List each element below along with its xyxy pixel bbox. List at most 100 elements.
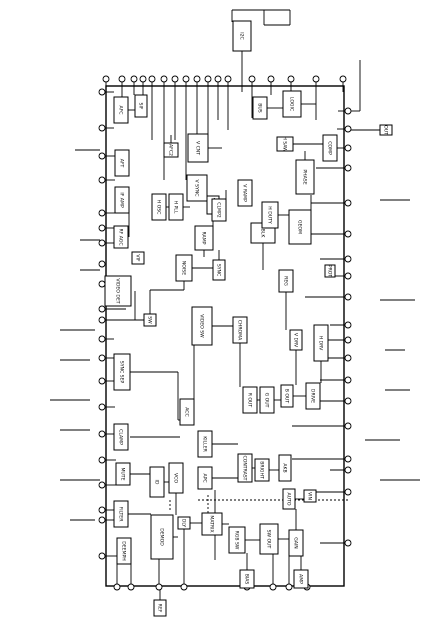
block-b04: IF AMP <box>114 186 130 214</box>
block-b08: CLAMP <box>113 423 129 451</box>
block-label-b47: H DUTY <box>267 206 273 224</box>
pin-left-p27 <box>98 305 106 313</box>
block-label-b30: DEMOD <box>159 528 165 546</box>
block-box-b26 <box>197 430 213 458</box>
pin-bottom-p58 <box>113 583 121 591</box>
block-label-b01: AFC <box>118 106 124 115</box>
block-box-b54 <box>232 20 252 52</box>
block-box-b32 <box>201 512 223 536</box>
block-label-b61: REF <box>157 604 163 613</box>
block-label-b40: DRIVE <box>310 389 316 403</box>
block-label-b57: VIN <box>307 492 313 500</box>
block-b34: CONTRAST <box>237 453 253 483</box>
block-box-b25 <box>179 398 195 426</box>
block-box-b31 <box>177 516 191 530</box>
block-b49: PHASE <box>295 159 315 195</box>
pin-left-p37 <box>98 516 106 524</box>
block-label-b36: AKB <box>282 463 288 472</box>
block-b16: AFC2 <box>163 142 179 158</box>
block-box-b41 <box>289 329 303 351</box>
block-b46: V RAMP <box>237 179 253 207</box>
block-box-b09 <box>115 462 131 486</box>
block-box-b62 <box>239 569 255 589</box>
block-b40: DRIVE <box>305 382 321 410</box>
block-box-b04 <box>114 186 130 214</box>
block-label-b06: VIDEO DET <box>115 278 121 303</box>
block-box-b56 <box>282 488 296 510</box>
block-box-b58 <box>288 529 304 557</box>
block-label-b44: PROT <box>327 265 333 278</box>
block-b63: OUT <box>379 124 393 136</box>
block-label-b15: H PLL <box>173 201 179 214</box>
block-label-b26: KILLER <box>202 436 208 452</box>
block-box-b55 <box>211 198 227 222</box>
block-box-b24 <box>232 316 248 344</box>
block-b20: RAMP <box>194 225 214 251</box>
pin-top-p10 <box>204 75 212 83</box>
block-b27: APC <box>197 466 213 490</box>
block-box-b51 <box>322 134 338 162</box>
pin-bottom-p64 <box>285 583 293 591</box>
pin-top-p8 <box>182 75 190 83</box>
pin-right-p56 <box>344 488 352 496</box>
pin-right-p46 <box>344 272 352 280</box>
block-b10: FILTER <box>113 500 129 528</box>
block-b38: G OUT <box>259 386 275 414</box>
pin-left-p24 <box>98 239 106 247</box>
block-label-b62: BIAS <box>244 574 250 585</box>
block-label-b41: V DRV <box>293 333 299 348</box>
block-b23: VIDEO SW <box>191 306 213 346</box>
block-label-b55: CLMP2 <box>216 202 222 218</box>
pin-right-p47 <box>344 293 352 301</box>
block-label-b13: SW <box>147 316 153 324</box>
block-box-b49 <box>295 159 315 195</box>
pin-left-p38 <box>98 552 106 560</box>
block-b25: ACC <box>179 398 195 426</box>
pin-right-p44 <box>344 230 352 238</box>
block-box-b40 <box>305 382 321 410</box>
block-b36: AKB <box>278 454 292 482</box>
block-label-b02: SIF <box>138 103 144 110</box>
block-b01: AFC <box>113 96 129 124</box>
block-box-b33 <box>228 526 246 554</box>
block-label-b11: DEEMPH <box>121 541 127 561</box>
pin-top-p1 <box>102 75 110 83</box>
block-label-b14: H OSC <box>156 200 162 215</box>
block-label-b17: V CNT <box>195 141 201 155</box>
pin-bottom-p60 <box>155 583 163 591</box>
block-label-b18: V SYNC <box>194 180 200 197</box>
block-box-b43 <box>278 269 294 293</box>
pin-left-p33 <box>98 430 106 438</box>
block-label-b58: GAIN <box>293 537 299 549</box>
block-label-b37: R OUT <box>247 393 253 408</box>
block-box-b20 <box>194 225 214 251</box>
block-box-b63 <box>379 124 393 136</box>
block-box-b03 <box>114 149 130 177</box>
block-label-b27: APC <box>202 473 208 482</box>
block-b29: VCO <box>168 462 184 494</box>
block-b11: DEEMPH <box>116 537 132 565</box>
pin-left-p36 <box>98 506 106 514</box>
block-b02: SIF <box>134 94 148 118</box>
block-box-b44 <box>324 264 336 278</box>
pin-right-p48 <box>344 321 352 329</box>
pin-left-p23 <box>98 224 106 232</box>
pin-top-p13 <box>248 75 256 83</box>
block-label-b60: AMP <box>298 574 304 584</box>
block-box-b18 <box>186 174 208 202</box>
block-box-b12 <box>131 251 145 265</box>
pin-layer <box>98 75 352 591</box>
block-b48: GEOM <box>288 209 312 245</box>
block-box-b27 <box>197 466 213 490</box>
block-b24: CHROMA <box>232 316 248 344</box>
block-label-b04: IF AMP <box>119 192 125 208</box>
pin-left-p25 <box>98 260 106 268</box>
block-box-b37 <box>242 386 258 414</box>
block-label-b16: AFC2 <box>168 144 174 156</box>
block-box-b16 <box>163 142 179 158</box>
block-label-b51: COMP <box>327 141 333 155</box>
pin-top-p5 <box>148 75 156 83</box>
ic-boundary <box>105 85 345 587</box>
block-box-b21 <box>212 259 226 281</box>
